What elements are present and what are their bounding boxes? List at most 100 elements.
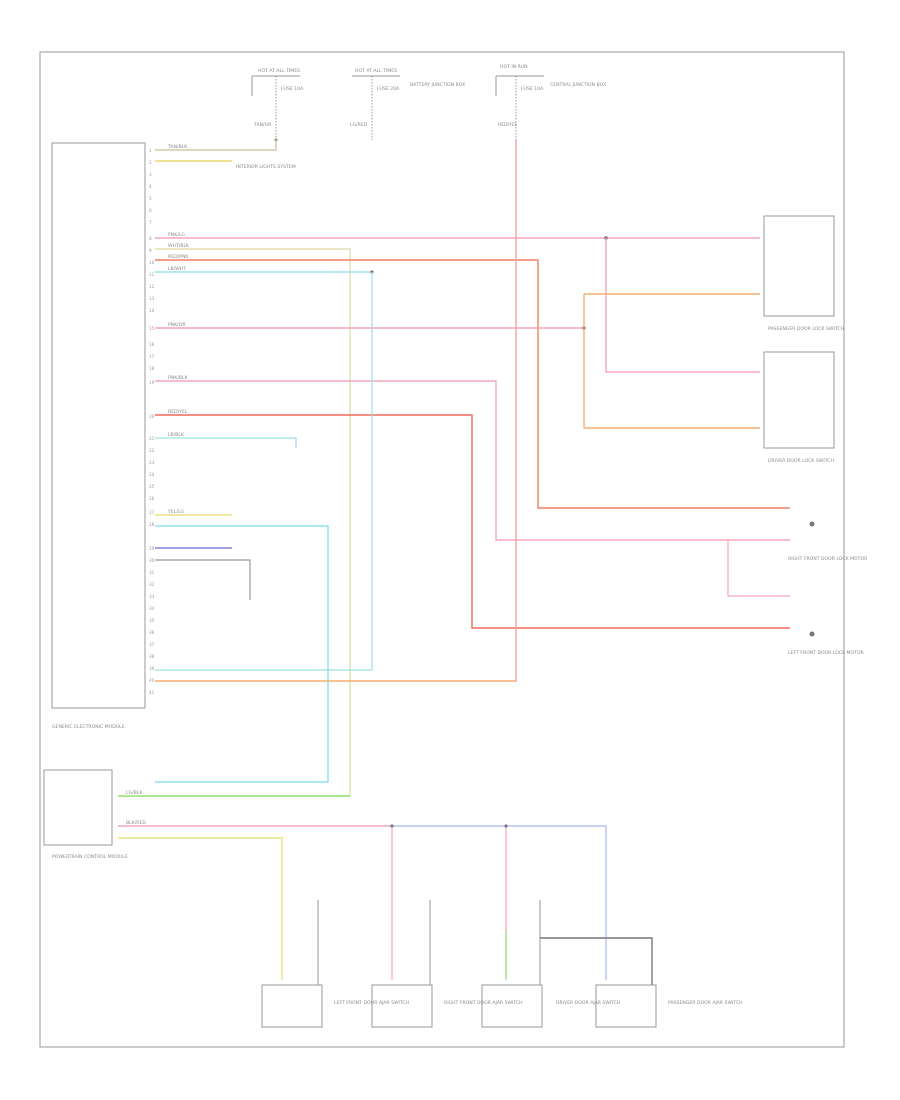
svg-text:9: 9: [149, 248, 152, 253]
fuse-3-wire: RED/YEL: [498, 122, 518, 128]
svg-text:23: 23: [149, 460, 155, 465]
svg-text:30: 30: [149, 558, 155, 563]
svg-text:28: 28: [149, 522, 155, 527]
fuse-block-1: HOT AT ALL TIMES FUSE 10A TAN/OR: [251, 68, 304, 142]
svg-text:5: 5: [149, 196, 152, 201]
wire-label-blk-red: BLK/RED: [126, 820, 146, 826]
svg-text:2: 2: [149, 160, 152, 165]
svg-text:14: 14: [149, 308, 155, 313]
svg-text:25: 25: [149, 484, 155, 489]
lf-lock-motor-label: LEFT FRONT DOOR LOCK MOTOR: [788, 650, 865, 656]
svg-text:27: 27: [149, 510, 155, 515]
wire-tan-blk: [155, 140, 277, 151]
fuse-1-wire: TAN/OR: [253, 122, 272, 128]
wire-label-pnk-lg: PNK/LG: [168, 232, 185, 238]
wire-label-lg-blk: LG/BLK: [126, 790, 143, 796]
wire-lb-pcm: [155, 525, 329, 783]
fuse-2-title: HOT AT ALL TIMES: [355, 68, 397, 74]
svg-text:40: 40: [149, 678, 155, 683]
wire-label-lb-blk: LB/BLK: [168, 432, 185, 438]
fuse-3-desc: CENTRAL JUNCTION BOX: [550, 82, 606, 88]
wire-label-pnk-or: PNK/OR: [168, 322, 186, 328]
ground-symbols: [317, 900, 653, 985]
svg-text:11: 11: [149, 272, 155, 277]
lighting-ref: INTERIOR LIGHTS SYSTEM: [236, 164, 296, 170]
wire-blk-ground: [155, 559, 251, 600]
wire-label-yel-lg: YEL/LG: [167, 509, 184, 515]
fuse-block-3: HOT IN RUN FUSE 10A CENTRAL JUNCTION BOX…: [495, 64, 606, 140]
passenger-lock-switch: [763, 215, 835, 317]
pcm-label: POWERTRAIN CONTROL MODULE: [52, 854, 128, 860]
diagram-frame: [39, 51, 845, 1048]
fuse-1-rating: FUSE 10A: [281, 86, 304, 92]
door-switch-2-label: RIGHT FRONT DOOR AJAR SWITCH: [444, 1000, 523, 1006]
fuse-2-wire: LG/RED: [350, 122, 368, 128]
svg-text:10: 10: [149, 260, 155, 265]
svg-text:19: 19: [149, 380, 155, 385]
wire-label-red-yel: RED/YEL: [168, 409, 188, 415]
wire-red-pnk: [155, 259, 790, 509]
wire-tan-or: [155, 140, 517, 682]
wire-label-pnk-blk: PNK/BLK: [168, 375, 188, 381]
wire-lb-low: [155, 272, 373, 671]
lf-lock-motor: LEFT FRONT DOOR LOCK MOTOR: [788, 631, 865, 656]
svg-text:12: 12: [149, 284, 155, 289]
svg-text:31: 31: [149, 570, 155, 575]
wire-wht-blk: [155, 248, 351, 797]
fuse-1-title: HOT AT ALL TIMES: [258, 68, 300, 74]
fuse-3-title: HOT IN RUN: [500, 64, 528, 70]
rf-lock-motor: RIGHT FRONT DOOR LOCK MOTOR: [788, 521, 868, 562]
wire-tan-or-lock: [583, 294, 760, 429]
fuse-block-2: HOT AT ALL TIMES FUSE 20A BATTERY JUNCTI…: [350, 68, 465, 140]
svg-text:32: 32: [149, 582, 155, 587]
svg-text:18: 18: [149, 366, 155, 371]
svg-text:20: 20: [149, 414, 155, 419]
svg-text:26: 26: [149, 496, 155, 501]
rf-lock-motor-label: RIGHT FRONT DOOR LOCK MOTOR: [788, 556, 868, 562]
svg-text:36: 36: [149, 630, 155, 635]
svg-text:34: 34: [149, 606, 155, 611]
svg-text:41: 41: [149, 690, 155, 695]
svg-text:7: 7: [149, 220, 152, 225]
door-ajar-switch-1: LEFT FRONT DOOR AJAR SWITCH: [261, 984, 409, 1028]
wire-pnk-blu-bus: [392, 825, 607, 980]
gem-module-label: GENERIC ELECTRONIC MODULE: [52, 724, 125, 730]
driver-lock-label: DRIVER DOOR LOCK SWITCH: [768, 458, 834, 464]
fuse-2-desc: BATTERY JUNCTION BOX: [410, 82, 465, 88]
svg-text:15: 15: [149, 326, 155, 331]
wire-lb-blk: [155, 437, 297, 448]
wire-label-red-pnk: RED/PNK: [168, 254, 189, 260]
svg-text:39: 39: [149, 666, 155, 671]
fuse-2-rating: FUSE 20A: [377, 86, 400, 92]
door-switch-4-label: PASSENGER DOOR AJAR SWITCH: [668, 1000, 743, 1006]
wire-red-yel: [155, 414, 790, 629]
svg-text:16: 16: [149, 342, 155, 347]
gem-module-box: [51, 142, 146, 709]
svg-text:6: 6: [149, 208, 152, 213]
svg-text:3: 3: [149, 172, 152, 177]
door-switch-3-label: DRIVER DOOR AJAR SWITCH: [556, 1000, 620, 1006]
svg-text:37: 37: [149, 642, 155, 647]
svg-text:38: 38: [149, 654, 155, 659]
svg-text:21: 21: [149, 436, 155, 441]
svg-text:24: 24: [149, 472, 155, 477]
wire-label-wht-blk: WHT/BLK: [168, 243, 190, 249]
driver-lock-switch: [763, 351, 835, 449]
wire-label-lb-wht: LB/WHT: [168, 266, 186, 272]
passenger-lock-label: PASSENGER DOOR LOCK SWITCH: [768, 326, 844, 332]
svg-text:4: 4: [149, 184, 152, 189]
door-ajar-switch-2: RIGHT FRONT DOOR AJAR SWITCH: [371, 984, 523, 1028]
fuse-3-rating: FUSE 10A: [521, 86, 544, 92]
pcm-box: [43, 769, 113, 846]
svg-text:35: 35: [149, 618, 155, 623]
wire-yel-pcm: [118, 837, 283, 980]
wire-label-tan-blk: TAN/BLK: [167, 144, 188, 150]
svg-text:13: 13: [149, 296, 155, 301]
svg-text:29: 29: [149, 546, 155, 551]
svg-text:8: 8: [149, 236, 152, 241]
door-ajar-switch-4: PASSENGER DOOR AJAR SWITCH: [595, 984, 743, 1028]
svg-text:33: 33: [149, 594, 155, 599]
svg-text:1: 1: [149, 148, 152, 153]
